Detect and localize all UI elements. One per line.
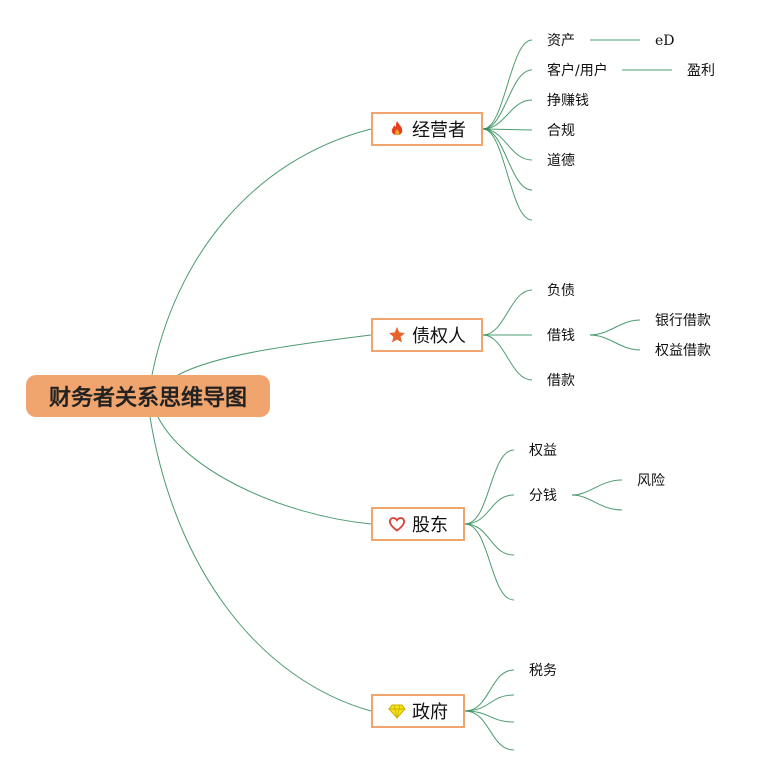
leaf-ed[interactable]: eD bbox=[655, 33, 675, 49]
connector-root-zf bbox=[149, 416, 372, 712]
branch-label: 政府 bbox=[412, 702, 448, 723]
leaf-loan[interactable]: 借款 bbox=[547, 373, 575, 389]
leaf-asset[interactable]: 资产 bbox=[547, 33, 575, 49]
branch-label: 债权人 bbox=[412, 326, 466, 347]
fire-icon bbox=[388, 120, 406, 138]
connector-root-gd bbox=[157, 416, 372, 525]
root-label: 财务者关系思维导图 bbox=[48, 386, 247, 411]
connector-root-zqr bbox=[177, 334, 372, 376]
leaf-borrow[interactable]: 借钱 bbox=[547, 328, 575, 344]
branch-node-government[interactable]: 政府 bbox=[371, 694, 465, 728]
leaf-ethics[interactable]: 道德 bbox=[547, 153, 575, 169]
branch-node-creditor[interactable]: 债权人 bbox=[371, 318, 483, 352]
star-icon bbox=[388, 326, 406, 344]
leaf-liability[interactable]: 负债 bbox=[547, 283, 575, 299]
leaf-compliance[interactable]: 合规 bbox=[547, 123, 575, 139]
heart-icon bbox=[388, 515, 406, 533]
leaf-tax[interactable]: 税务 bbox=[529, 663, 557, 679]
leaf-equity-loan[interactable]: 权益借款 bbox=[655, 343, 711, 359]
root-node[interactable]: 财务者关系思维导图 bbox=[26, 375, 270, 417]
leaf-customer[interactable]: 客户/用户 bbox=[547, 63, 608, 79]
leaf-equity[interactable]: 权益 bbox=[529, 443, 557, 459]
branch-node-shareholder[interactable]: 股东 bbox=[371, 507, 465, 541]
branch-label: 经营者 bbox=[412, 120, 466, 141]
leaf-dividend[interactable]: 分钱 bbox=[529, 488, 557, 504]
branch-node-operator[interactable]: 经营者 bbox=[371, 112, 483, 146]
leaf-earn-money[interactable]: 挣赚钱 bbox=[547, 93, 589, 109]
connector-root-jyz bbox=[151, 128, 372, 376]
leaf-bank-loan[interactable]: 银行借款 bbox=[655, 313, 711, 329]
branch-label: 股东 bbox=[412, 515, 448, 536]
leaf-profit[interactable]: 盈利 bbox=[687, 63, 715, 79]
diamond-icon bbox=[388, 702, 406, 720]
leaf-risk[interactable]: 风险 bbox=[637, 473, 665, 489]
